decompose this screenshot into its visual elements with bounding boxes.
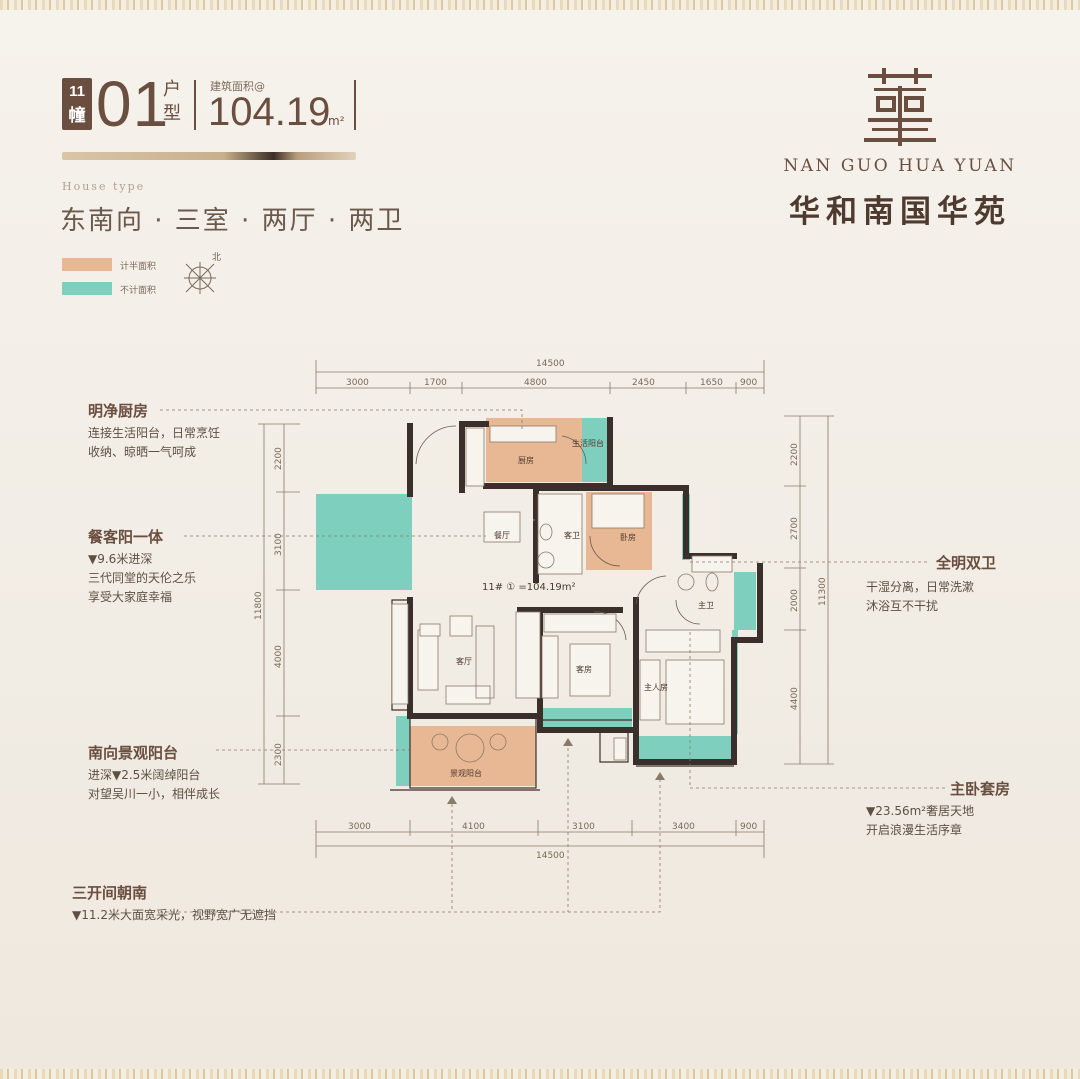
unit-area-text: 11# ① =104.19m² — [482, 582, 576, 593]
unit-number: 01 — [96, 68, 170, 140]
annotation-arrows — [447, 738, 665, 804]
compass-icon: 北 — [184, 252, 221, 294]
dim-right-2: 2700 — [790, 517, 800, 540]
logo-glyph-icon — [864, 68, 936, 146]
annotation-master-title: 主卧套房 — [950, 780, 1011, 798]
dim-bottom-5: 900 — [740, 822, 757, 832]
header-divider — [354, 80, 356, 130]
annotation-line: 收纳、晾晒一气呵成 — [88, 445, 197, 459]
legend-label-excluded-area: 不计面积 — [120, 286, 157, 296]
dim-left-1: 2200 — [274, 447, 284, 470]
top-border-decoration — [0, 0, 1080, 10]
dim-left-total: 11800 — [254, 591, 264, 620]
dim-bottom-2: 4100 — [462, 822, 485, 832]
annotation-balcony-body: 进深▼2.5米阔绰阳台 对望吴川一小，相伴成长 — [88, 766, 220, 804]
guest-room-bay-window — [538, 708, 632, 730]
annotation-line: ▼23.56m²奢居天地 — [866, 804, 975, 818]
master-bath-shaft — [734, 572, 756, 630]
room-label-view-balcony: 景观阳台 — [450, 768, 482, 778]
dim-bottom-3: 3100 — [572, 822, 595, 832]
utility-balcony-area — [582, 418, 608, 482]
dim-top-1: 3000 — [346, 378, 369, 388]
annotation-bath-title: 全明双卫 — [936, 554, 997, 572]
orientation-summary: 东南向 · 三室 · 两厅 · 两卫 — [60, 206, 405, 236]
legend-swatch-half-area — [62, 258, 112, 271]
area-value: 104.19 — [208, 90, 331, 134]
dim-left-2: 3100 — [274, 533, 284, 556]
annotation-line: 开启浪漫生活序章 — [866, 823, 963, 837]
fixtures — [431, 519, 719, 763]
bottom-border-decoration — [0, 1069, 1080, 1079]
area-label: 建筑面积@ — [210, 80, 265, 93]
annotation-kitchen-title: 明净厨房 — [88, 402, 149, 420]
view-balcony-area — [410, 726, 536, 786]
dim-top-4: 2450 — [632, 378, 655, 388]
dim-left-4: 2300 — [274, 743, 284, 766]
dim-top-3: 4800 — [524, 378, 547, 388]
left-dimension-lines — [258, 423, 300, 785]
annotation-kitchen-body: 连接生活阳台，日常烹饪 收纳、晾晒一气呵成 — [88, 424, 220, 462]
dim-right-4: 4400 — [790, 687, 800, 710]
room-label-master-bath: 主卫 — [698, 600, 714, 610]
header-divider — [194, 80, 196, 130]
annotation-master-body: ▼23.56m²奢居天地 开启浪漫生活序章 — [866, 802, 974, 840]
annotation-dining-title: 餐客阳一体 — [88, 528, 164, 546]
excluded-area-west-terrace — [316, 494, 412, 590]
dim-bottom-total: 14500 — [536, 851, 565, 861]
room-label-master-room: 主人房 — [644, 682, 668, 692]
furniture — [391, 425, 733, 761]
dim-top-total: 14500 — [536, 359, 565, 369]
annotation-line: 沐浴互不干扰 — [866, 599, 939, 613]
thin-walls — [390, 599, 734, 791]
logo-chinese-name: 华和南国华苑 — [789, 194, 1011, 230]
room-label-utility-balcony: 生活阳台 — [572, 438, 604, 448]
annotation-line: 干湿分离，日常洗漱 — [866, 580, 975, 594]
room-label-bedroom-top: 卧房 — [620, 532, 636, 542]
balcony-side-area — [396, 716, 410, 786]
bottom-dimension-lines — [315, 820, 765, 858]
brush-stroke-divider — [62, 152, 356, 160]
dim-right-total: 11300 — [818, 577, 828, 606]
right-dimension-lines — [784, 415, 834, 765]
annotation-line: 连接生活阳台，日常烹饪 — [88, 426, 221, 440]
room-label-living: 客厅 — [456, 656, 472, 666]
annotation-line: 三代同堂的天伦之乐 — [88, 571, 197, 585]
annotation-south-title: 三开间朝南 — [72, 884, 148, 902]
room-label-kitchen: 厨房 — [518, 455, 534, 465]
dim-bottom-1: 3000 — [348, 822, 371, 832]
room-label-guest-bath: 客卫 — [564, 530, 580, 540]
unit-type-label: 户型 — [163, 79, 181, 124]
dim-top-2: 1700 — [424, 378, 447, 388]
building-badge: 11 幢 — [62, 78, 92, 130]
annotation-line: 享受大家庭幸福 — [88, 590, 173, 604]
logo-english-name: NAN GUO HUA YUAN — [783, 156, 1017, 176]
dim-top-5: 1650 — [700, 378, 723, 388]
annotation-south-body: ▼11.2米大面宽采光，视野宽广无遮挡 — [72, 906, 276, 925]
dim-top-6: 900 — [740, 378, 757, 388]
dim-right-3: 2000 — [790, 589, 800, 612]
building-number: 11 — [69, 83, 85, 100]
annotation-line: ▼9.6米进深 — [88, 552, 153, 566]
area-unit: m² — [328, 114, 345, 128]
annotation-leaders — [160, 409, 946, 913]
room-label-guest-room: 客房 — [576, 664, 592, 674]
room-label-dining: 餐厅 — [494, 531, 510, 540]
annotation-bath-body: 干湿分离，日常洗漱 沐浴互不干扰 — [866, 578, 974, 616]
annotation-line: 对望吴川一小，相伴成长 — [88, 787, 221, 801]
legend-label-half-area: 计半面积 — [120, 262, 157, 272]
annotation-line: 进深▼2.5米阔绰阳台 — [88, 768, 201, 782]
building-suffix: 幢 — [68, 106, 86, 125]
compass-north-label: 北 — [212, 252, 221, 263]
annotation-dining-body: ▼9.6米进深 三代同堂的天伦之乐 享受大家庭幸福 — [88, 550, 196, 607]
dim-bottom-4: 3400 — [672, 822, 695, 832]
legend-swatch-excluded-area — [62, 282, 112, 295]
top-dimension-lines — [315, 360, 765, 394]
dim-right-1: 2200 — [790, 443, 800, 466]
house-type-label: House type — [62, 180, 146, 193]
dim-left-3: 4000 — [274, 645, 284, 668]
annotation-line: ▼11.2米大面宽采光，视野宽广无遮挡 — [72, 908, 276, 922]
annotation-balcony-title: 南向景观阳台 — [88, 744, 179, 762]
